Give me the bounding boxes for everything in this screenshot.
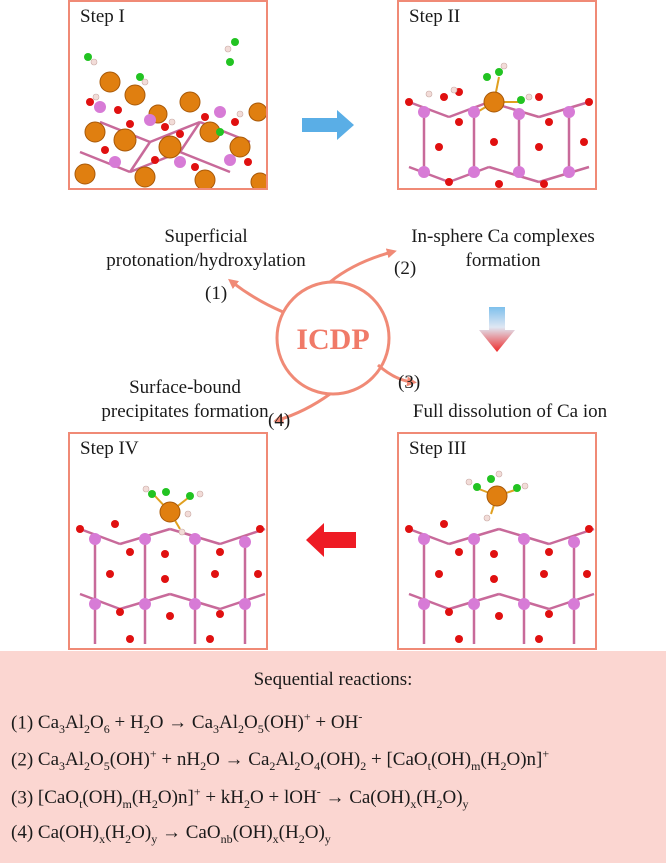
caption-inner-line2: formation [465, 250, 541, 271]
reaction-3-number: (3) [11, 787, 34, 809]
cycle-arrow-3 [377, 363, 417, 387]
step-ii-molecule-image [405, 62, 593, 188]
caption-full-dissolution: Full dissolution of Ca ion [412, 401, 608, 422]
reaction-1-number: (1) [11, 712, 34, 734]
reaction-1-equation: Ca3Al2O6 + H2O → Ca3Al2O5(OH)+ + OH- [37, 710, 363, 737]
step-ii-panel: Step II [397, 0, 597, 190]
step-number-2: (2) [394, 258, 417, 279]
icdp-label: ICDP [296, 323, 369, 356]
step-i-label: Step I [78, 6, 127, 28]
cycle-diagram: ICDP [228, 110, 515, 557]
reaction-2: (2) Ca3Al2O5(OH)+ + nH2O → Ca2Al2O4(OH)2… [11, 747, 549, 774]
cycle-arrow-4 [273, 392, 331, 424]
cycle-circle [275, 280, 391, 396]
caption-superficial: Superficial protonation/hydroxylation [86, 225, 326, 273]
reaction-3: (3) [CaOt(OH)m(H2O)n]+ + kH2O + lOH- → C… [11, 785, 469, 812]
step-iv-panel: Step IV [68, 432, 268, 650]
arrow-step1-to-step2 [302, 110, 354, 140]
reaction-2-number: (2) [11, 749, 34, 771]
reaction-4-equation: Ca(OH)x(H2O)y → CaOnb(OH)x(H2O)y [37, 822, 331, 846]
step-number-3: (3) [398, 372, 421, 393]
caption-superficial-line1: Superficial [164, 226, 248, 247]
caption-surface-bound: Surface-bound precipitates formation [80, 376, 290, 424]
step-ii-label: Step II [407, 6, 463, 28]
step-i-molecule-image [74, 38, 266, 188]
step-number-1: (1) [205, 283, 228, 304]
reaction-4-number: (4) [11, 822, 34, 843]
caption-inner-line1: In-sphere Ca complexes [411, 226, 595, 247]
cycle-arrow-1 [228, 278, 284, 314]
reaction-4: (4) Ca(OH)x(H2O)y → CaOnb(OH)x(H2O)y [11, 822, 331, 847]
caption-inner-sphere: In-sphere Ca complexes formation [383, 225, 623, 273]
step-iv-molecule-image [76, 485, 266, 644]
step-iii-panel: Step III [397, 432, 597, 650]
step-iii-label: Step III [407, 438, 469, 460]
caption-superficial-line2: protonation/hydroxylation [106, 250, 306, 271]
step-i-panel: Step I [68, 0, 268, 190]
reactions-title: Sequential reactions: [253, 669, 413, 690]
cycle-arrow-2 [329, 248, 397, 284]
caption-surface-line2: precipitates formation [101, 401, 269, 422]
step-iv-label: Step IV [78, 438, 141, 460]
reactions-box: Sequential reactions: (1) Ca3Al2O6 + H2O… [0, 651, 666, 863]
step-iii-molecule-image [405, 470, 595, 644]
caption-surface-line1: Surface-bound [129, 377, 241, 398]
step-number-4: (4) [268, 410, 291, 431]
reaction-3-equation: [CaOt(OH)m(H2O)n]+ + kH2O + lOH- → Ca(OH… [37, 785, 469, 812]
arrow-step2-to-step3 [479, 307, 515, 352]
reaction-1: (1) Ca3Al2O6 + H2O → Ca3Al2O5(OH)+ + OH- [11, 710, 362, 737]
reaction-2-equation: Ca3Al2O5(OH)+ + nH2O → Ca2Al2O4(OH)2 + [… [37, 747, 550, 774]
arrow-step3-to-step4 [306, 523, 356, 557]
